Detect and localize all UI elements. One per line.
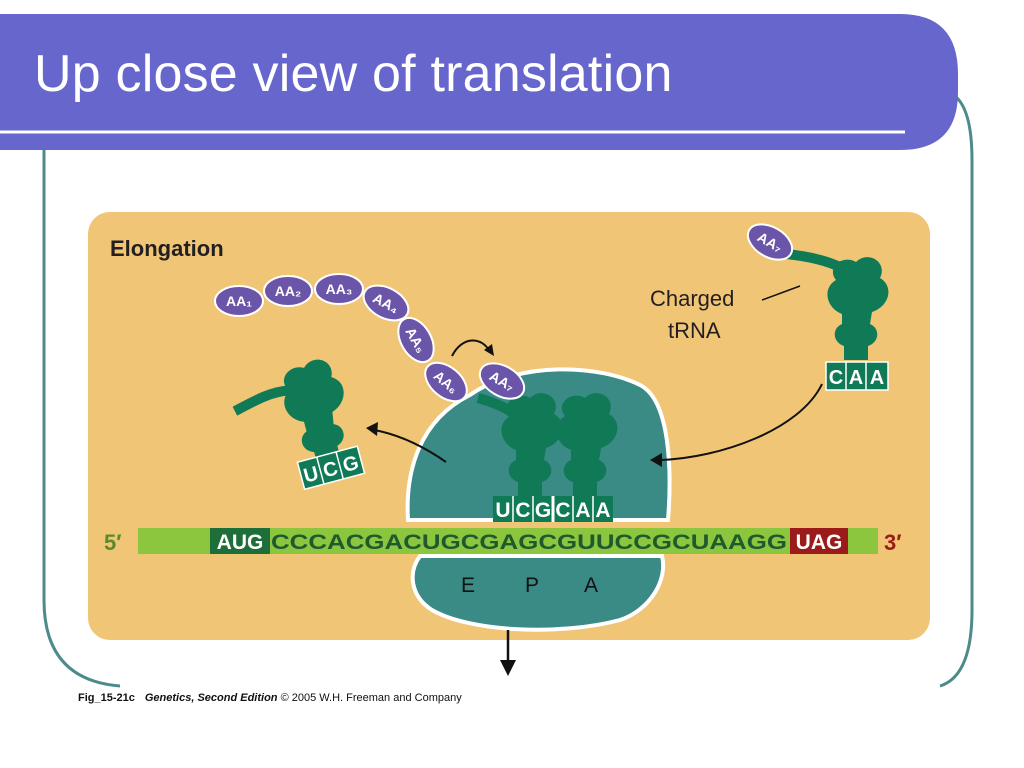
incoming-anticodon-2: A [849, 367, 863, 389]
incoming-amino-acid [746, 223, 794, 261]
mrna-start-box [210, 528, 270, 554]
amino-acid-label-2: AA₂ [275, 283, 301, 299]
site-label-a: A [584, 574, 598, 597]
caption-fig-id: Fig_15-21c [78, 692, 135, 704]
trna-p-stem [476, 393, 524, 424]
mrna-three-prime: 3′ [884, 530, 902, 555]
figure-caption: Fig_15-21c Genetics, Second Edition © 200… [78, 692, 462, 704]
caption-credit: © 2005 W.H. Freeman and Company [277, 692, 462, 704]
amino-acid-3 [314, 273, 364, 305]
caption-book-title: Genetics, Second Edition [144, 692, 278, 704]
polypeptide-chain [214, 273, 526, 403]
exiting-anticodon-1: U [301, 463, 321, 488]
amino-acid-label-1: AA₁ [226, 293, 252, 309]
amino-acid-6 [424, 361, 468, 403]
incoming-arrow [659, 383, 823, 461]
amino-acid-5 [397, 316, 435, 364]
bound-anticodon-5: A [575, 499, 590, 522]
charged-label-line2: tRNA [668, 318, 721, 343]
arrowhead-transfer [484, 344, 494, 356]
mrna-five-prime: 5′ [104, 530, 122, 555]
charged-label-line1: Charged [650, 286, 734, 311]
site-label-p: P [525, 574, 539, 597]
incoming-anticodon-box: C A A [825, 361, 889, 391]
amino-acid-1 [214, 285, 264, 317]
bound-anticodon-2: C [515, 499, 530, 522]
exiting-anticodon-2: C [321, 457, 341, 482]
incoming-anticodon-1: C [829, 367, 843, 389]
slide-title: Up close view of translation [34, 45, 673, 103]
amino-acid-7 [478, 362, 526, 400]
mrna-middle-sequence: CCCACGACUGCGAGCGUUCCGCUAAGG [271, 531, 787, 554]
panel-title: Elongation [110, 236, 224, 261]
bound-anticodon-boxes [493, 496, 613, 522]
exiting-anticodon-3: G [340, 452, 361, 477]
bound-anticodon-3: G [535, 499, 551, 522]
bound-anticodons: U C G C A A [495, 499, 610, 522]
bound-anticodon-4: C [555, 499, 570, 522]
amino-acid-4 [362, 284, 410, 322]
amino-acid-label-3: AA₃ [326, 281, 353, 297]
arrowhead-exit [366, 422, 378, 436]
mrna-start-codon: AUG [217, 531, 264, 554]
mrna-stop-box [790, 528, 848, 554]
charged-label-leader [761, 285, 801, 301]
amino-acid-2 [263, 275, 313, 307]
site-labels: E P A [461, 574, 598, 597]
exiting-trna [232, 354, 361, 470]
bound-anticodon-1: U [495, 499, 510, 522]
continue-arrowhead [500, 660, 516, 676]
bound-anticodon-6: A [595, 499, 610, 522]
ribosome-small-subunit [410, 554, 666, 632]
exiting-anticodon-box: U C G [296, 445, 366, 491]
mrna-stop-codon: UAG [796, 531, 843, 554]
site-label-e: E [461, 574, 475, 597]
arrowhead-incoming [650, 453, 662, 467]
incoming-anticodon-3: A [870, 367, 884, 389]
exit-arrow [373, 429, 447, 463]
